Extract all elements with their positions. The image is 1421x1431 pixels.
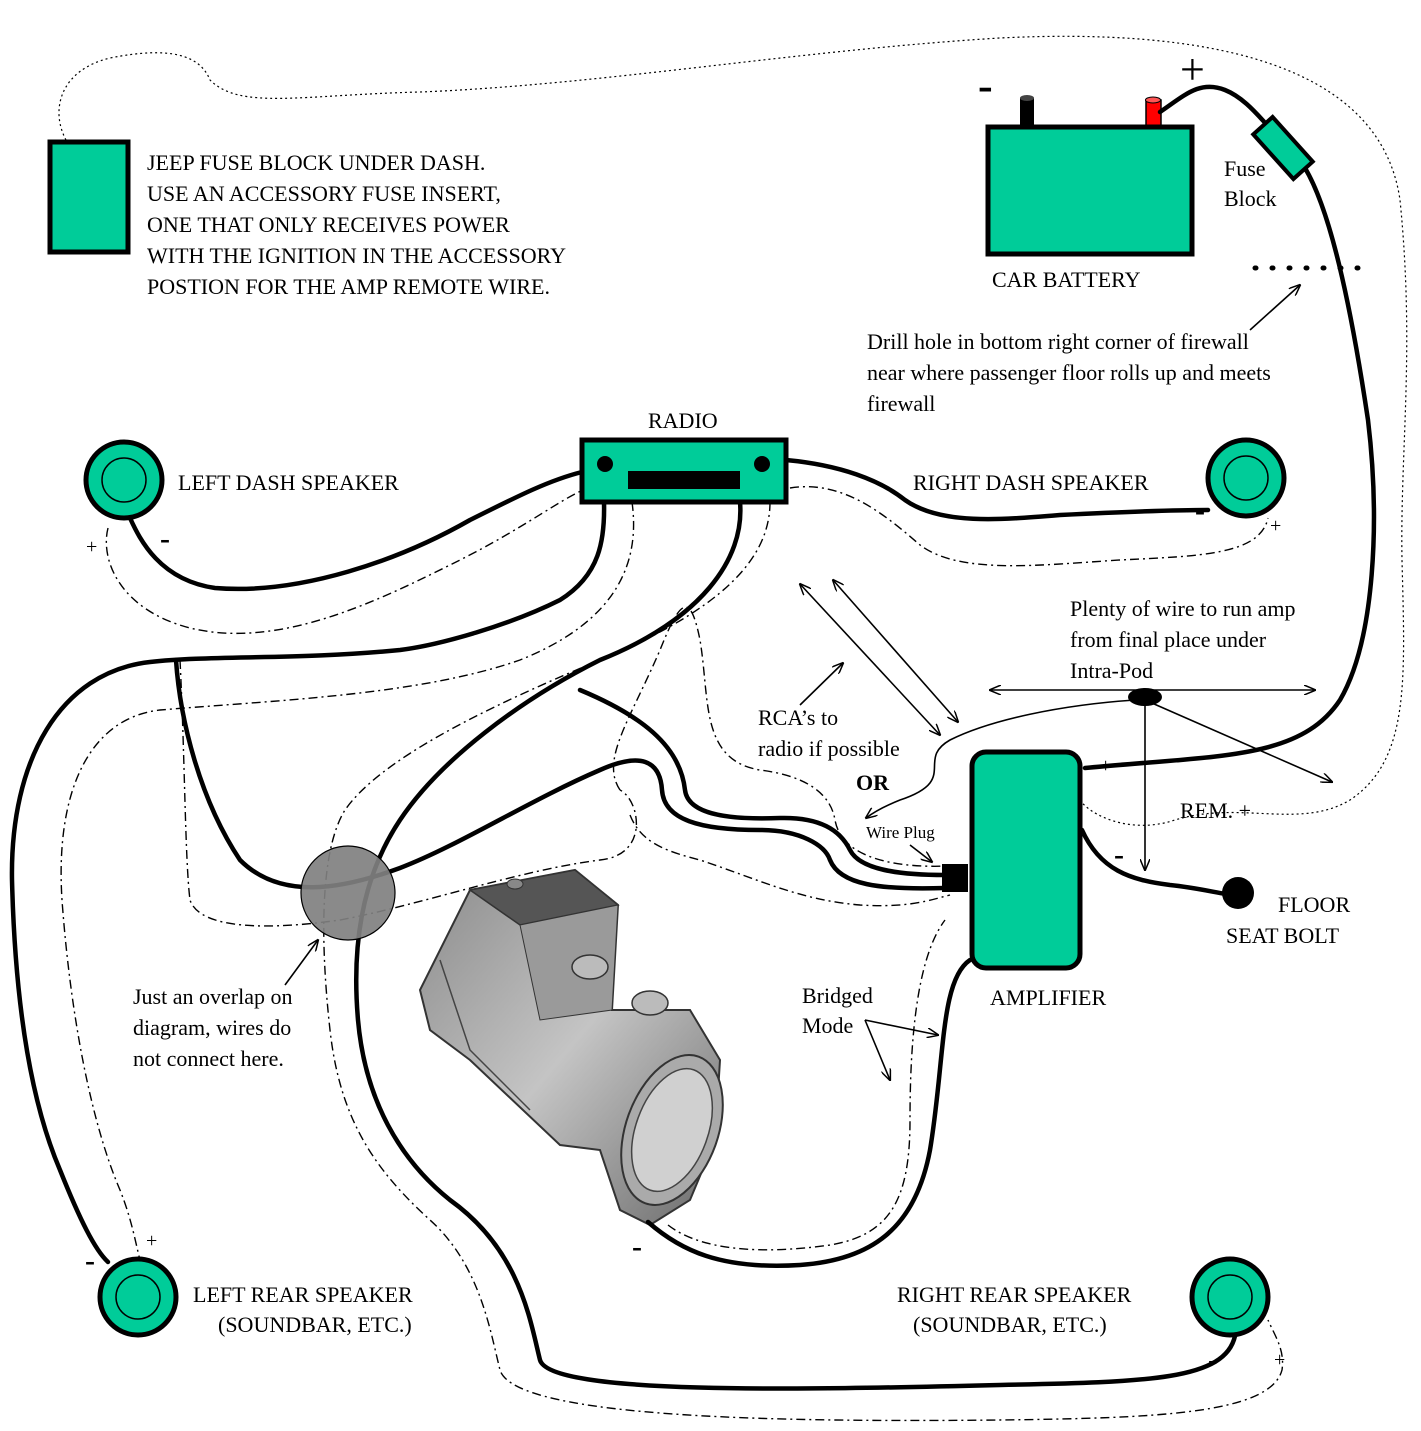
radio-to-amp-wire-a <box>173 657 948 891</box>
bridged-note-line: Bridged <box>802 983 873 1008</box>
fuse-block-note: JEEP FUSE BLOCK UNDER DASH. USE AN ACCES… <box>147 150 566 299</box>
wire-run-note-line: Plenty of wire to run amp <box>1070 596 1295 621</box>
wire-run-note-line: from final place under <box>1070 627 1267 652</box>
firewall-note-line: Drill hole in bottom right corner of fir… <box>867 329 1249 354</box>
bridged-minus: - <box>632 1230 642 1263</box>
left-dash-plus: + <box>86 536 97 558</box>
left-rear-speaker-label: LEFT REAR SPEAKER <box>193 1282 413 1307</box>
inline-fuse-label: Fuse <box>1224 156 1266 181</box>
right-rear-plus: + <box>1274 1349 1285 1371</box>
radio-to-amp-wire-b <box>577 687 948 878</box>
floor-seat-bolt <box>1222 877 1254 909</box>
right-dash-neg-wire <box>783 457 1211 522</box>
rca-note-line: radio if possible <box>758 736 900 761</box>
wire-run-diag-arrow <box>1144 699 1332 782</box>
jeep-fuse-block <box>47 139 131 255</box>
right-rear-neg-wire <box>353 499 1238 1391</box>
left-dash-speaker <box>83 439 165 521</box>
amplifier <box>969 749 1083 971</box>
wire-plug-label: Wire Plug <box>866 823 935 842</box>
power-wire <box>1082 84 1377 771</box>
remote-wire-dotted <box>58 35 1408 826</box>
left-rear-neg-wire <box>9 499 607 1265</box>
right-rear-speaker <box>1189 1256 1271 1338</box>
overlap-note-line: not connect here. <box>133 1046 284 1071</box>
overlap-pointer-arrow <box>284 940 318 986</box>
left-rear-speaker-label: (SOUNDBAR, ETC.) <box>218 1312 412 1337</box>
left-rear-plus: + <box>146 1230 157 1252</box>
amp-minus: - <box>1114 838 1124 871</box>
amplifier-label: AMPLIFIER <box>990 985 1106 1010</box>
car-battery-label: CAR BATTERY <box>992 267 1141 292</box>
fuse-note-line: ONE THAT ONLY RECEIVES POWER <box>147 212 510 237</box>
overlap-note-line: Just an overlap on <box>133 984 292 1009</box>
firewall-note-line: near where passenger floor rolls up and … <box>867 360 1271 385</box>
left-dash-speaker-label: LEFT DASH SPEAKER <box>178 470 399 495</box>
bridged-arrow-1 <box>864 1019 938 1035</box>
ground-label: FLOOR <box>1278 892 1350 917</box>
left-rear-minus: - <box>85 1244 95 1277</box>
radio-to-amp-dash-b <box>612 606 949 867</box>
remote-label: REM. + <box>1180 798 1251 823</box>
rca-note-line: RCA’s to <box>758 705 838 730</box>
wire-run-curve-arrow <box>866 699 1136 818</box>
fuse-note-line: WITH THE IGNITION IN THE ACCESSORY <box>147 243 566 268</box>
intra-pod-image <box>418 868 724 1227</box>
right-dash-speaker <box>1205 437 1287 519</box>
bridged-note-line: Mode <box>802 1013 853 1038</box>
car-battery <box>985 95 1195 257</box>
firewall-note-line: firewall <box>867 391 935 416</box>
left-dash-pos-wire <box>105 489 584 635</box>
battery-minus-sign: - <box>978 61 993 110</box>
wire-plug-arrow <box>909 844 932 862</box>
right-rear-pos-wire <box>323 501 1284 1422</box>
left-rear-pos-wire <box>60 501 635 1261</box>
inline-fuse <box>1250 114 1316 182</box>
wire-run-note-line: Intra-Pod <box>1070 658 1153 683</box>
ground-wire <box>1079 827 1238 898</box>
left-rear-speaker <box>97 1256 179 1338</box>
radio <box>579 437 789 505</box>
right-rear-speaker-label: RIGHT REAR SPEAKER <box>897 1282 1132 1307</box>
amp-plus: + <box>1100 755 1111 777</box>
ground-label: SEAT BOLT <box>1226 923 1340 948</box>
overlap-note-line: diagram, wires do <box>133 1015 291 1040</box>
right-dash-speaker-label: RIGHT DASH SPEAKER <box>913 470 1149 495</box>
right-dash-plus: + <box>1270 515 1281 537</box>
firewall-pointer-arrow <box>1249 285 1300 331</box>
rca-or-label: OR <box>856 770 890 795</box>
right-rear-speaker-label: (SOUNDBAR, ETC.) <box>913 1312 1107 1337</box>
amp-wire-plug <box>942 864 968 892</box>
positive-terminal <box>1145 99 1162 129</box>
fuse-note-line: POSTION FOR THE AMP REMOTE WIRE. <box>147 274 550 299</box>
fuse-note-line: USE AN ACCESSORY FUSE INSERT, <box>147 181 501 206</box>
radio-to-amp-dash-c <box>629 814 951 907</box>
bridged-neg-wire <box>645 957 973 1268</box>
radio-label: RADIO <box>648 408 718 433</box>
left-dash-neg-wire <box>127 469 585 592</box>
inline-fuse-label: Block <box>1224 186 1277 211</box>
overlap-marker <box>300 845 396 941</box>
fuse-note-line: JEEP FUSE BLOCK UNDER DASH. <box>147 150 485 175</box>
rca-arrow-2 <box>833 580 958 722</box>
negative-terminal <box>1020 98 1034 128</box>
right-dash-pos-wire <box>789 486 1269 567</box>
rca-pointer-arrow <box>799 663 843 706</box>
right-rear-minus: - <box>1208 1343 1218 1376</box>
bridged-arrow-2 <box>864 1019 890 1080</box>
left-dash-minus: - <box>160 522 170 555</box>
